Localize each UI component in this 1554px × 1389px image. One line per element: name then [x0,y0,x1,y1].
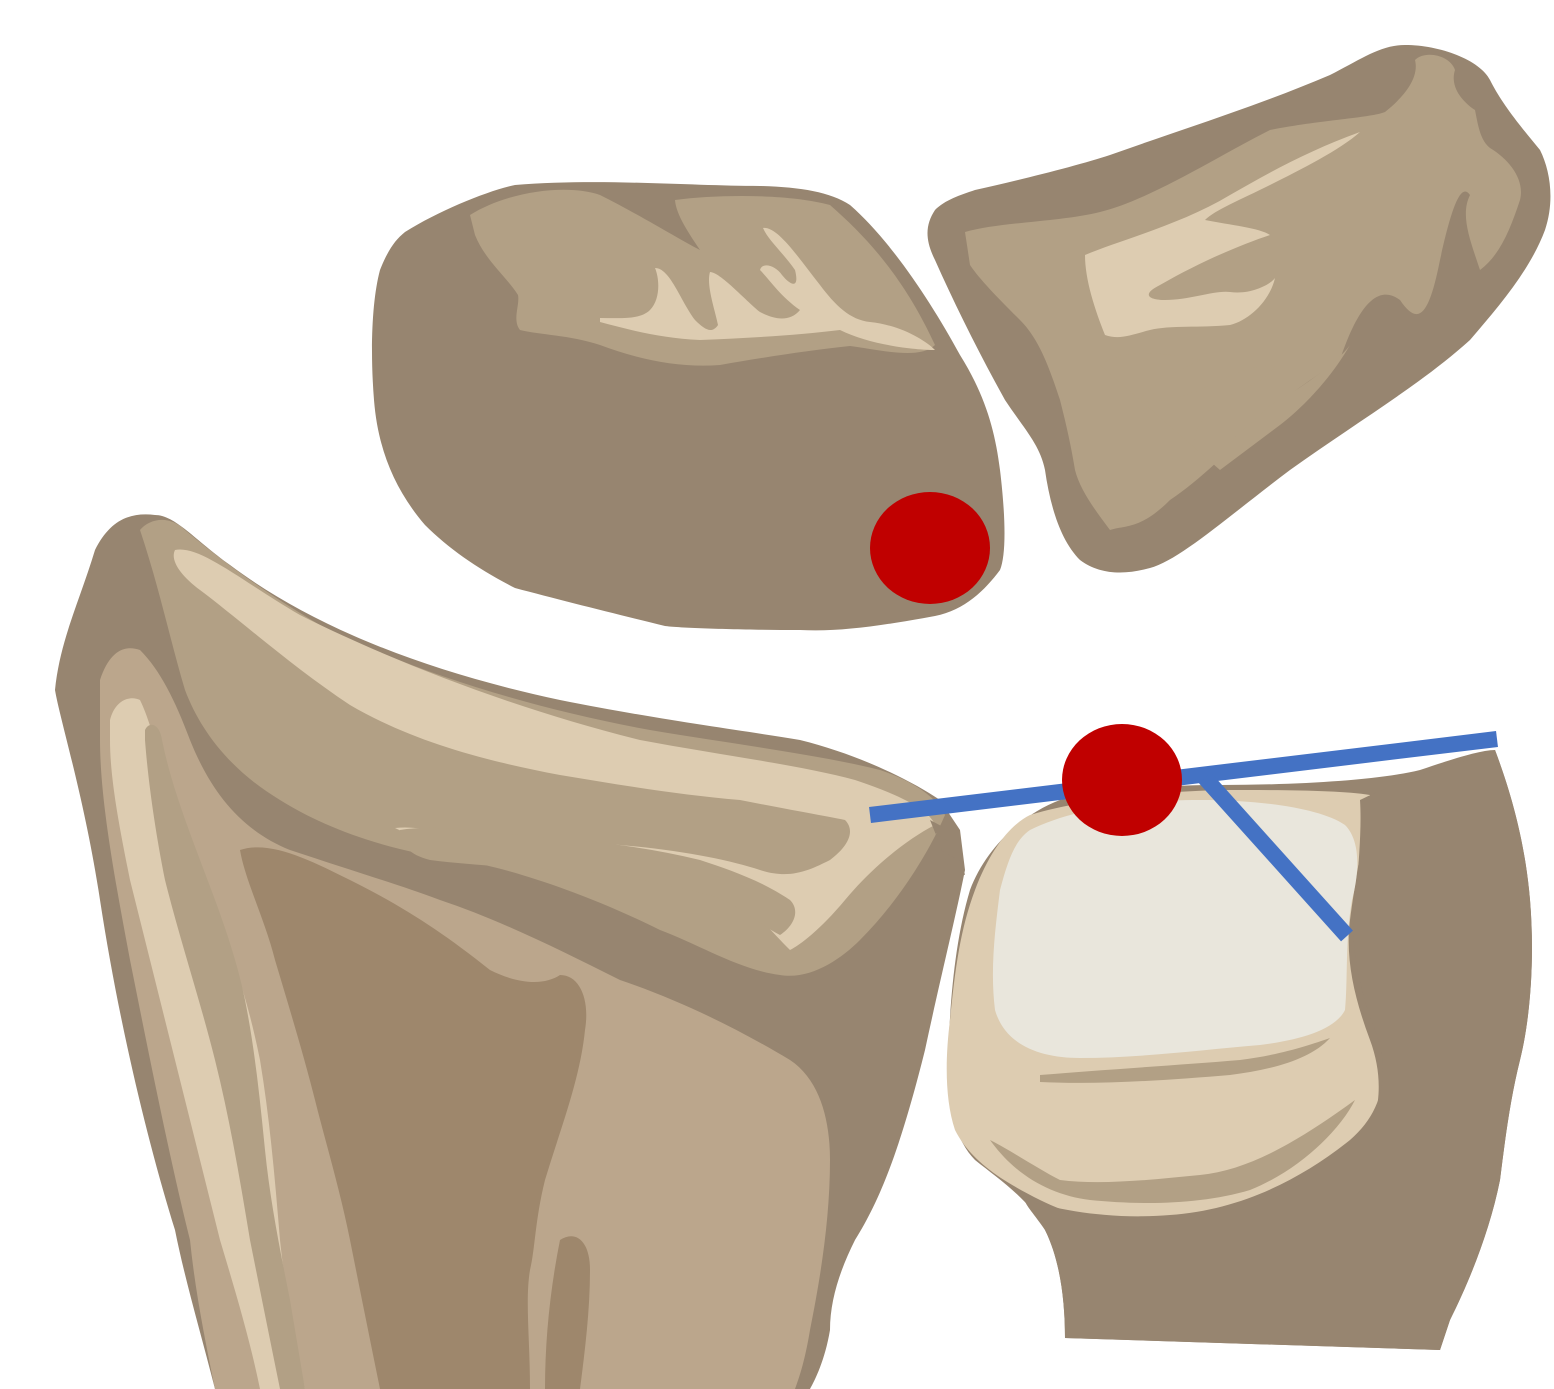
upper-right-bone [928,45,1551,573]
ulna-bone [947,750,1532,1350]
red-marker-upper [870,492,990,604]
red-marker-lower [1062,724,1182,836]
radius-bone [55,514,965,1389]
